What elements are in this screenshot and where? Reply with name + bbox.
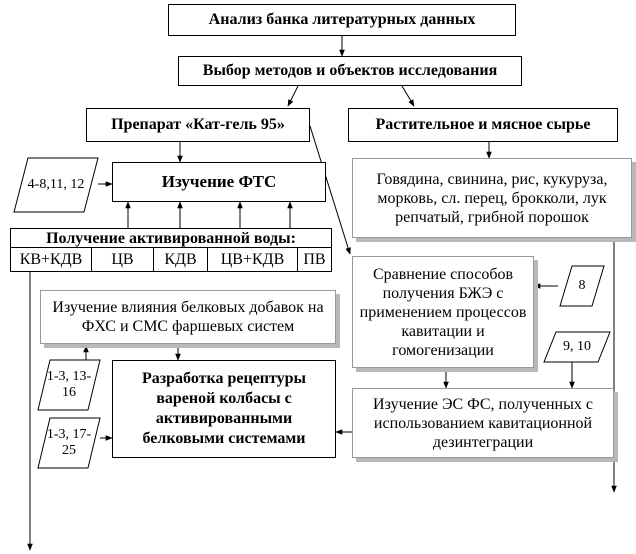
fts-box: Изучение ФТС <box>112 162 326 202</box>
arrow-prep-comparison <box>309 125 351 255</box>
arrow-methods-preparation <box>287 85 299 107</box>
ref4-label: 1-3, 13-16 <box>46 369 92 400</box>
water-type-tsv: ЦВ <box>91 248 153 272</box>
water-type-kv-kdv: КВ+КДВ <box>19 251 83 268</box>
raw-list-text: Говядина, свинина, рис, кукуруза, морков… <box>376 170 608 226</box>
water-box: Получение активированной воды: КВ+КДВ ЦВ… <box>10 228 332 272</box>
preparation-text: Препарат «Кат-гель 95» <box>111 116 285 133</box>
es-study-box: Изучение ЭС ФС, полученных с использован… <box>352 388 614 458</box>
analysis-text: Анализ банка литературных данных <box>208 11 476 28</box>
analysis-box: Анализ банка литературных данных <box>168 4 516 36</box>
comparison-text: Сравнение способов получения БЖЭ с приме… <box>359 265 527 359</box>
water-types-row: КВ+КДВ ЦВ КДВ ЦВ+КДВ ПВ <box>11 248 331 272</box>
ref2-shape <box>559 265 605 307</box>
methods-text: Выбор методов и объектов исследования <box>202 62 498 79</box>
ref3-label: 9, 10 <box>563 339 591 354</box>
raw-list-box: Говядина, свинина, рис, кукуруза, морков… <box>352 158 632 238</box>
comparison-box: Сравнение способов получения БЖЭ с приме… <box>352 256 534 368</box>
protein-study-text: Изучение влияния белковых добавок на ФХС… <box>52 299 324 335</box>
recipe-text: Разработка рецептуры вареной колбасы с а… <box>141 370 307 447</box>
recipe-box: Разработка рецептуры вареной колбасы с а… <box>112 360 336 458</box>
protein-study-box: Изучение влияния белковых добавок на ФХС… <box>40 290 336 344</box>
es-study-text: Изучение ЭС ФС, полученных с использован… <box>373 395 593 451</box>
ref5-label: 1-3, 17-25 <box>46 427 92 458</box>
ref1-shape <box>13 157 99 213</box>
preparation-box: Препарат «Кат-гель 95» <box>86 108 310 142</box>
ref1-label: 4-8,11, 12 <box>27 177 85 192</box>
ref2-label: 8 <box>578 278 586 293</box>
water-type-tsv-kdv: ЦВ+КДВ <box>207 248 297 272</box>
methods-box: Выбор методов и объектов исследования <box>178 56 522 86</box>
ref4-shape <box>37 359 101 411</box>
raw-material-text: Растительное и мясное сырье <box>375 116 591 133</box>
fts-text: Изучение ФТС <box>161 172 277 191</box>
water-type-pv: ПВ <box>297 248 331 272</box>
raw-material-box: Растительное и мясное сырье <box>348 108 618 142</box>
water-title: Получение активированной воды: <box>11 229 331 248</box>
water-type-kdv: КДВ <box>153 248 207 272</box>
ref3-shape <box>543 331 611 363</box>
ref5-shape <box>37 417 101 469</box>
arrow-methods-raw <box>401 85 415 107</box>
